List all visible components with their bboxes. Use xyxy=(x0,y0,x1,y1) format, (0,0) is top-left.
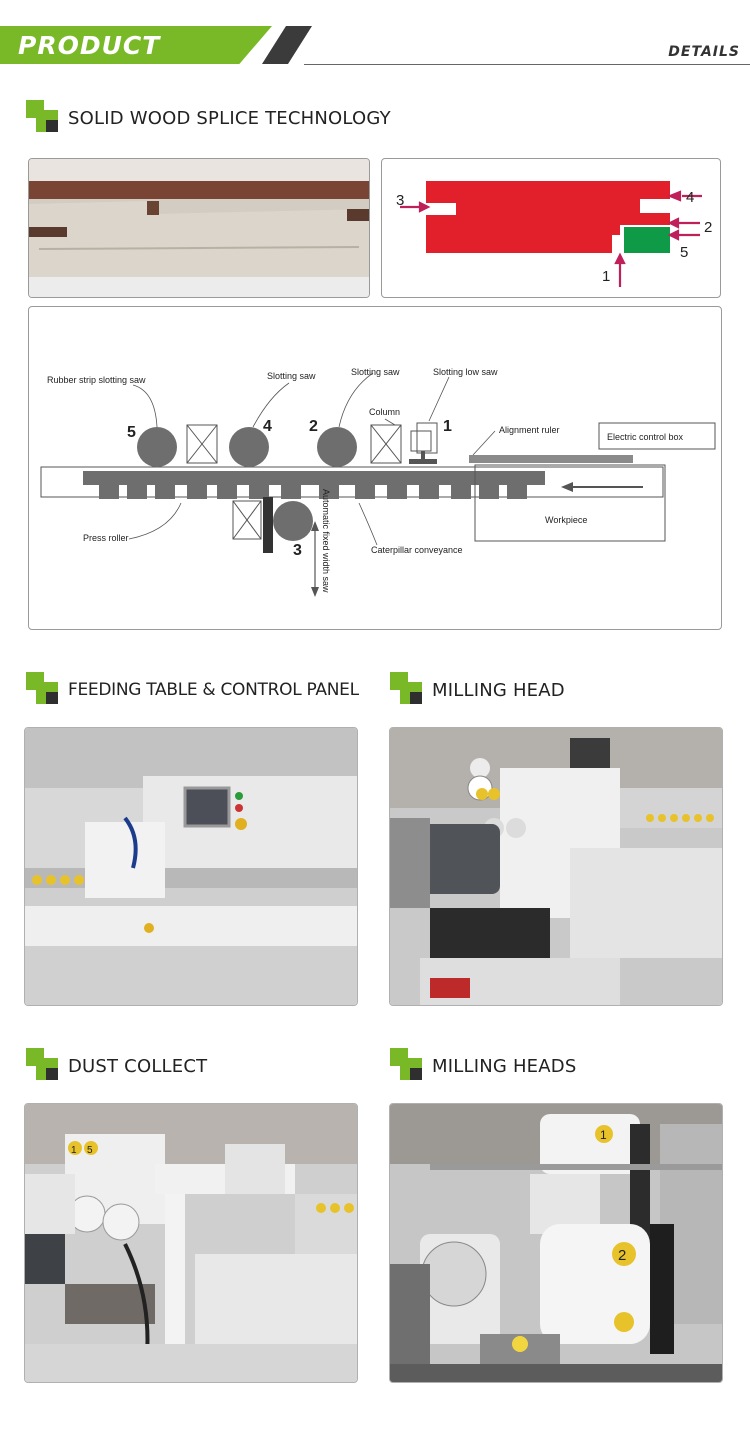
heads-badge-2: 2 xyxy=(618,1247,626,1264)
label-alignment-ruler: Alignment ruler xyxy=(499,425,560,435)
dust-badge-2: 5 xyxy=(87,1145,93,1156)
profile-label-1: 1 xyxy=(602,268,610,285)
number-1: 1 xyxy=(443,418,452,435)
dust-collect-photo: 1 5 xyxy=(24,1103,358,1383)
label-electric-control-box: Electric control box xyxy=(607,432,684,442)
milling-head-photo xyxy=(389,727,723,1006)
profile-label-3: 3 xyxy=(396,192,404,209)
section-heading-feeding: FEEDING TABLE & CONTROL PANEL xyxy=(26,672,371,706)
milling-heads-photo: 1 2 xyxy=(389,1103,723,1383)
banner-green-block xyxy=(0,26,272,64)
heads-badge-1: 1 xyxy=(600,1128,607,1142)
label-rubber-strip-saw: Rubber strip slotting saw xyxy=(47,375,146,385)
section-title: DUST COLLECT xyxy=(68,1056,208,1077)
banner-details-label: DETAILS xyxy=(668,44,740,60)
banner-title: PRODUCT xyxy=(18,31,161,60)
profile-label-4: 4 xyxy=(686,189,694,206)
machine-schematic-diagram: Rubber strip slotting saw Slotting saw S… xyxy=(28,306,722,630)
section-title: MILLING HEAD xyxy=(432,680,565,701)
label-slotting-saw-b: Slotting saw xyxy=(351,367,400,377)
label-column: Column xyxy=(369,407,400,417)
splice-profile-diagram: 3 4 2 5 1 xyxy=(381,158,721,298)
section-bullet-icon xyxy=(390,1048,424,1082)
number-2: 2 xyxy=(309,418,318,435)
section-title: MILLING HEADS xyxy=(432,1056,577,1077)
number-4: 4 xyxy=(263,418,272,435)
section-title: SOLID WOOD SPLICE TECHNOLOGY xyxy=(68,108,391,129)
banner-dark-stripe xyxy=(262,26,312,64)
section-heading-dust: DUST COLLECT xyxy=(26,1048,366,1082)
section-heading-splice: SOLID WOOD SPLICE TECHNOLOGY xyxy=(26,100,446,134)
dust-badge-1: 1 xyxy=(71,1145,77,1156)
section-heading-milling-heads: MILLING HEADS xyxy=(390,1048,730,1082)
label-caterpillar: Caterpillar conveyance xyxy=(371,545,463,555)
section-heading-milling: MILLING HEAD xyxy=(390,672,730,706)
section-bullet-icon xyxy=(390,672,424,706)
banner-rule xyxy=(304,64,750,65)
label-slotting-low-saw: Slotting low saw xyxy=(433,367,498,377)
label-press-roller: Press roller xyxy=(83,533,129,543)
section-title: FEEDING TABLE & CONTROL PANEL xyxy=(68,680,359,700)
number-3: 3 xyxy=(293,542,302,559)
feeding-table-photo xyxy=(24,727,358,1006)
section-bullet-icon xyxy=(26,672,60,706)
green-strip-shape xyxy=(624,227,670,253)
profile-label-5: 5 xyxy=(680,244,688,261)
label-fixed-width-saw: Automatic fixed width saw xyxy=(321,489,331,593)
page-banner: PRODUCT DETAILS xyxy=(0,26,750,66)
profile-label-2: 2 xyxy=(704,219,712,236)
red-profile-shape xyxy=(426,181,670,253)
section-bullet-icon xyxy=(26,1048,60,1082)
section-bullet-icon xyxy=(26,100,60,134)
wood-sample-photo xyxy=(28,158,370,298)
label-slotting-saw-a: Slotting saw xyxy=(267,371,316,381)
label-workpiece: Workpiece xyxy=(545,515,587,525)
number-5: 5 xyxy=(127,424,136,441)
